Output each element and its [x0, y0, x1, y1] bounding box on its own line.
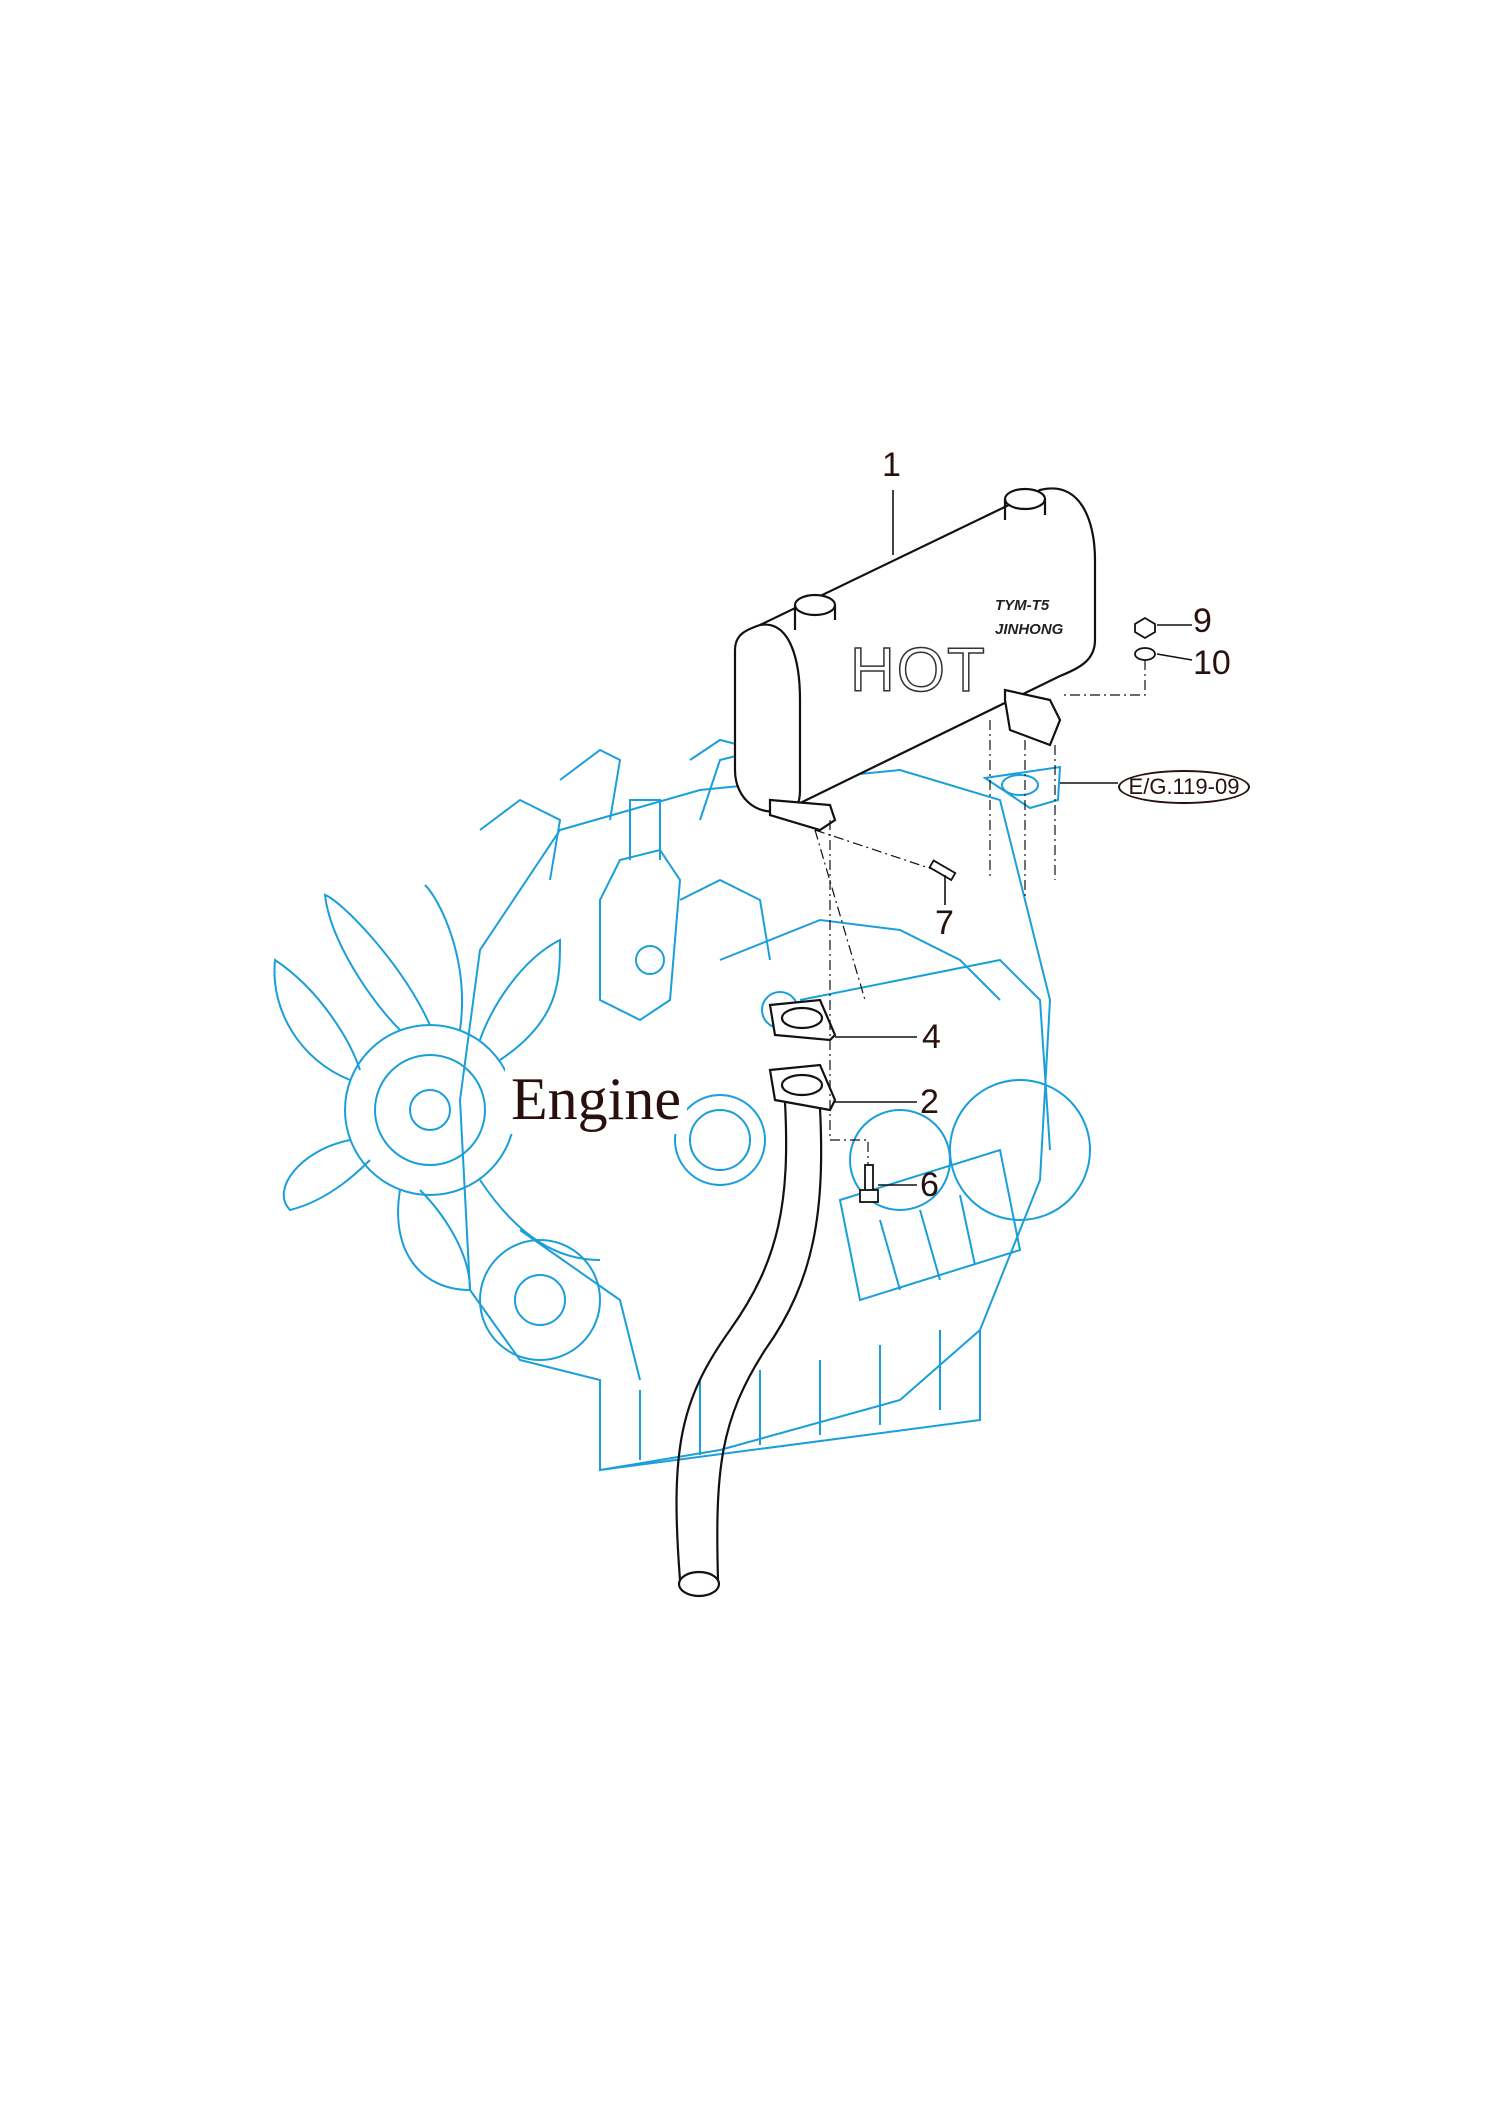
- callout-7[interactable]: 7: [935, 904, 954, 942]
- callout-1[interactable]: 1: [882, 446, 901, 484]
- callout-9[interactable]: 9: [1193, 602, 1212, 640]
- muffler-hot-marking: HOT: [849, 636, 987, 705]
- center-lines: [814, 660, 1146, 1165]
- callout-2[interactable]: 2: [920, 1083, 939, 1121]
- flange-gaskets: [768, 998, 837, 1112]
- engine-label: Engine: [505, 1065, 687, 1134]
- fan-drawing: [273, 884, 601, 1292]
- muffler-drawing: [733, 487, 1097, 832]
- exhaust-pipe: [675, 1101, 823, 1598]
- manifold-gasket: [982, 765, 1062, 810]
- callout-6[interactable]: 6: [920, 1166, 939, 1204]
- muffler-model-marking: TYM-T5: [995, 597, 1050, 614]
- reference-callout[interactable]: E/G.119-09: [1118, 770, 1250, 804]
- leader-lines: [835, 490, 1193, 1186]
- callout-4[interactable]: 4: [922, 1018, 941, 1056]
- callout-10[interactable]: 10: [1193, 644, 1231, 682]
- muffler-maker-marking: JINHONG: [995, 621, 1064, 638]
